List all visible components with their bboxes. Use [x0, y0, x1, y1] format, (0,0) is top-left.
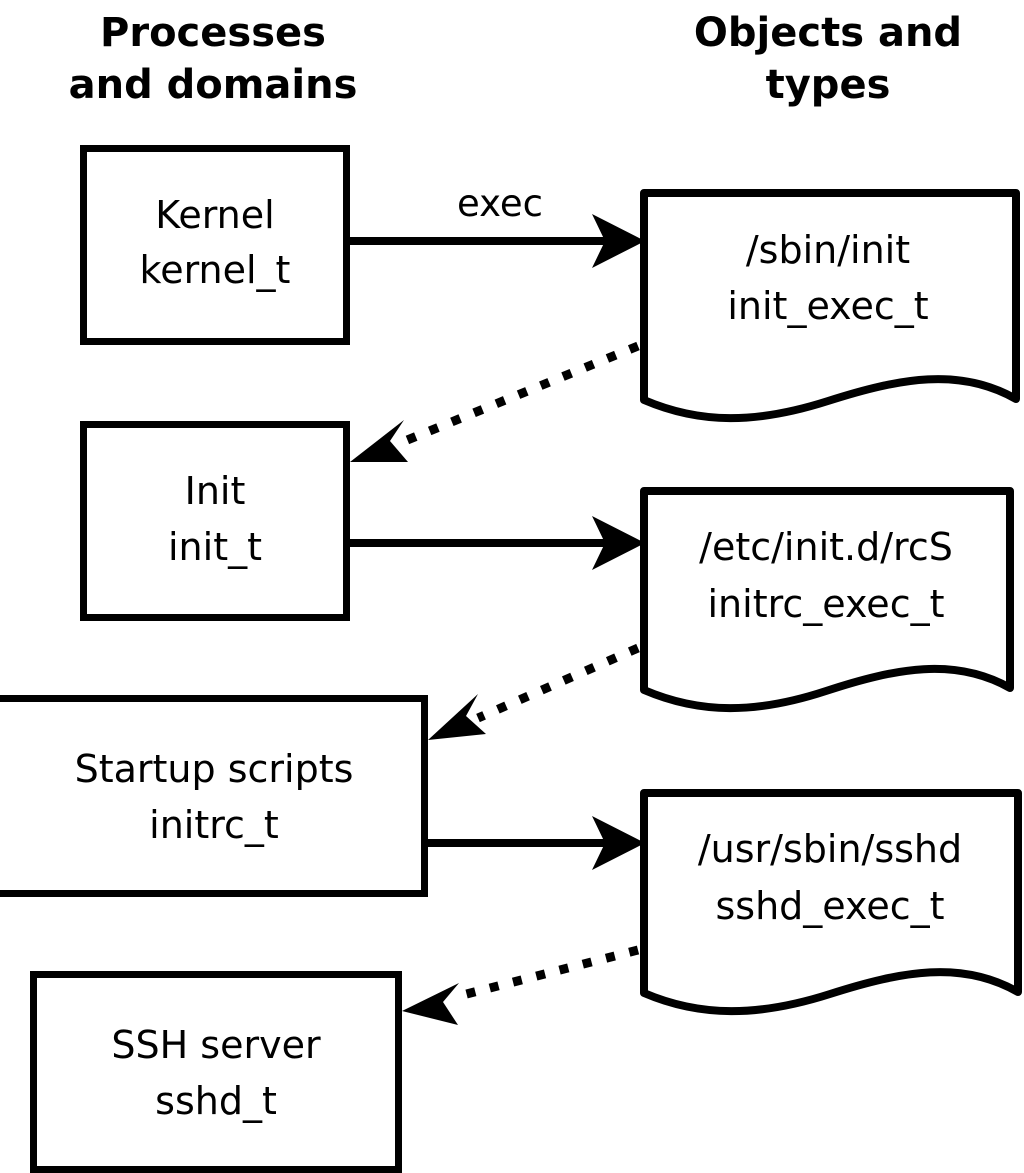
object-doc-etc-initd-rcs-shape — [640, 487, 1014, 713]
right-column-header-line2: types — [766, 62, 891, 108]
edge-line-init-transition — [398, 341, 640, 448]
domain-box-startup-scripts-name: Startup scripts — [75, 747, 354, 791]
object-doc-sbin-init-shape — [640, 189, 1020, 423]
object-doc-sbin-init[interactable]: /sbin/init init_exec_t — [640, 189, 1020, 423]
edge-startup-scripts-to-sshd — [428, 816, 645, 870]
domain-box-startup-scripts[interactable]: Startup scripts initrc_t — [0, 695, 428, 897]
domain-box-kernel[interactable]: Kernel kernel_t — [80, 145, 350, 345]
domain-box-kernel-type: kernel_t — [140, 248, 291, 292]
object-doc-sbin-init-type: init_exec_t — [727, 284, 928, 328]
object-doc-sbin-init-path: /sbin/init — [746, 228, 910, 272]
domain-box-startup-scripts-type: initrc_t — [149, 803, 279, 847]
object-doc-usr-sbin-sshd-shape — [640, 789, 1022, 1016]
object-doc-etc-initd-rcs-path: /etc/init.d/rcS — [699, 525, 953, 569]
domain-box-init[interactable]: Init init_t — [80, 421, 350, 621]
right-column-header-line1: Objects and — [694, 10, 962, 56]
left-column-header-line1: Processes — [100, 10, 326, 56]
left-column-header-line2: and domains — [69, 62, 358, 108]
edge-line-initrc-transition — [476, 643, 640, 723]
object-doc-etc-initd-rcs-type: initrc_exec_t — [708, 582, 945, 626]
right-column-header: Objects and types — [694, 10, 962, 108]
arrow-head-initrc-transition — [428, 694, 486, 740]
arrow-head-sshd-transition — [402, 983, 459, 1025]
left-column-header: Processes and domains — [69, 10, 358, 108]
edge-init-to-rcs — [350, 516, 645, 570]
edge-sshd-to-ssh-server — [402, 945, 640, 1025]
edge-rcs-to-startup-scripts — [428, 643, 640, 740]
arrow-head-init-transition — [350, 420, 408, 462]
domain-box-init-type: init_t — [168, 525, 262, 569]
edge-kernel-to-sbin-init: exec — [350, 182, 645, 268]
domain-box-ssh-server-rect — [30, 971, 402, 1173]
edge-sbin-init-to-init — [350, 341, 640, 462]
object-doc-usr-sbin-sshd-type: sshd_exec_t — [715, 884, 944, 928]
domain-box-kernel-rect — [80, 145, 350, 345]
arrow-head-kernel-exec — [592, 214, 645, 268]
arrow-head-init-exec — [592, 516, 645, 570]
domain-box-startup-scripts-rect — [0, 695, 428, 897]
object-doc-usr-sbin-sshd-path: /usr/sbin/sshd — [698, 827, 962, 871]
domain-box-ssh-server-type: sshd_t — [155, 1079, 277, 1123]
arrow-head-initrc-exec — [592, 816, 645, 870]
domain-box-init-rect — [80, 421, 350, 621]
object-doc-etc-initd-rcs[interactable]: /etc/init.d/rcS initrc_exec_t — [640, 487, 1014, 713]
domain-box-ssh-server[interactable]: SSH server sshd_t — [30, 971, 402, 1173]
edge-label-exec: exec — [457, 182, 543, 225]
edge-line-sshd-transition — [453, 945, 640, 1002]
domain-box-ssh-server-name: SSH server — [111, 1023, 321, 1067]
domain-box-init-name: Init — [185, 469, 246, 513]
object-doc-usr-sbin-sshd[interactable]: /usr/sbin/sshd sshd_exec_t — [640, 789, 1022, 1016]
domain-box-kernel-name: Kernel — [155, 193, 274, 237]
